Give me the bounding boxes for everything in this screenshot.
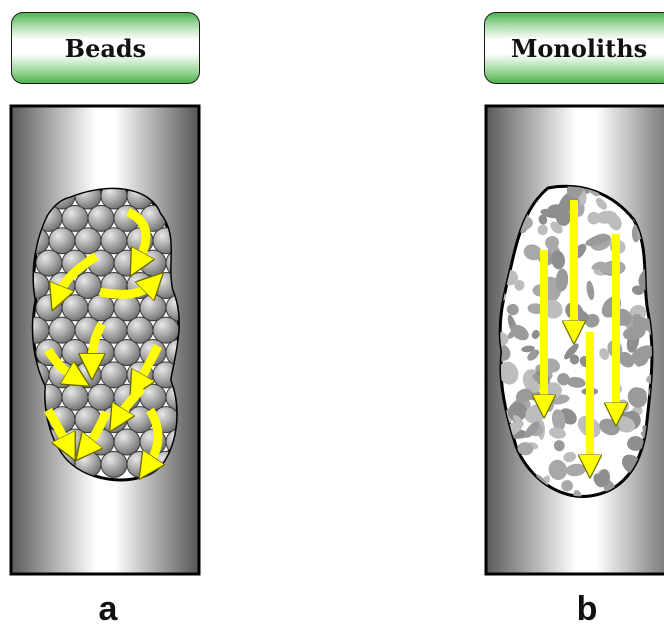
pore-segment <box>543 299 563 319</box>
bead <box>74 361 102 389</box>
pore-segment <box>561 480 573 492</box>
straight-flow-arrows <box>544 200 616 464</box>
bead <box>152 316 179 344</box>
pore-segment <box>586 280 595 300</box>
pore-segment <box>555 207 571 226</box>
flow-arrow <box>138 343 163 384</box>
pore-segment <box>500 342 511 362</box>
pore-segment <box>507 402 527 422</box>
bead <box>61 339 89 367</box>
pore-segment <box>563 451 577 463</box>
pore-segment <box>632 313 642 322</box>
pore-segment <box>500 332 509 346</box>
pore-segment <box>631 285 645 295</box>
panel-label-b: b <box>576 590 598 628</box>
pore-segment <box>627 387 648 408</box>
bead <box>100 450 128 478</box>
bead <box>113 428 141 456</box>
pore-segment <box>585 234 610 247</box>
pore-segment <box>566 377 586 388</box>
flow-arrow <box>44 407 68 446</box>
bead <box>61 204 89 232</box>
pore-segment <box>553 440 565 452</box>
pore-segment <box>500 361 519 385</box>
pore-segment <box>564 343 579 360</box>
pore-segment <box>555 268 569 292</box>
pore-segment <box>515 388 533 403</box>
flow-arrow <box>125 207 146 262</box>
pore-segment <box>627 436 645 451</box>
bead <box>87 204 115 232</box>
bead <box>165 339 179 367</box>
pore-segment <box>532 374 542 383</box>
pore-segment <box>523 244 542 261</box>
pore-segment <box>550 221 563 234</box>
bead <box>100 361 128 389</box>
pore-segment <box>622 325 646 341</box>
pore-segment <box>551 250 565 270</box>
bead <box>87 383 115 411</box>
bead <box>87 294 115 322</box>
bead <box>126 316 154 344</box>
bead <box>100 227 128 255</box>
pore-segment <box>557 373 570 386</box>
pore-segment <box>599 348 610 360</box>
flow-arrow <box>92 321 106 364</box>
pore-segment <box>631 348 649 366</box>
pore-segment <box>569 354 580 365</box>
flow-arrow <box>99 284 152 294</box>
tortuous-flow-arrows <box>44 207 163 466</box>
monoliths-title: Monoliths <box>484 12 664 84</box>
pore-segment <box>531 330 540 339</box>
pore-segment <box>595 210 618 224</box>
pore-segment <box>537 224 548 236</box>
pore-segment <box>548 427 566 439</box>
pore-segment <box>517 442 534 456</box>
bead <box>74 227 102 255</box>
pore-segment <box>548 459 567 481</box>
bead <box>113 249 141 277</box>
pore-segment <box>524 421 540 438</box>
flow-arrow <box>148 407 158 466</box>
flow-arrow <box>86 410 111 448</box>
bead <box>139 294 167 322</box>
bead <box>48 316 76 344</box>
pore-segment <box>545 236 559 250</box>
pore-segment <box>538 214 548 225</box>
bead <box>126 406 154 434</box>
bead <box>74 271 102 299</box>
flow-arrow <box>44 347 76 378</box>
pore-segment <box>573 489 582 497</box>
panel-label-a: a <box>98 590 118 628</box>
pore-segment <box>587 211 601 225</box>
pore-segment <box>631 224 640 243</box>
flow-arrow <box>58 252 99 296</box>
pore-segment <box>513 414 524 427</box>
bead <box>35 294 63 322</box>
pore-segment <box>595 197 607 210</box>
bead <box>35 249 63 277</box>
bead <box>48 227 76 255</box>
pore-segment <box>527 349 540 361</box>
pore-segment <box>646 374 652 384</box>
pore-segment <box>506 303 519 316</box>
pore-segment <box>514 280 525 291</box>
pore-segment <box>521 345 535 353</box>
bead <box>139 383 167 411</box>
bead <box>165 294 179 322</box>
beads-title: Beads <box>11 12 200 84</box>
pore-segment <box>566 186 584 199</box>
flow-arrow <box>118 385 146 418</box>
pore-segment <box>510 324 529 341</box>
pore-segment <box>523 373 534 384</box>
bead <box>113 339 141 367</box>
bead <box>61 294 89 322</box>
bead <box>100 316 128 344</box>
pore-segment <box>618 351 635 368</box>
bead <box>61 383 89 411</box>
bead <box>165 383 179 411</box>
